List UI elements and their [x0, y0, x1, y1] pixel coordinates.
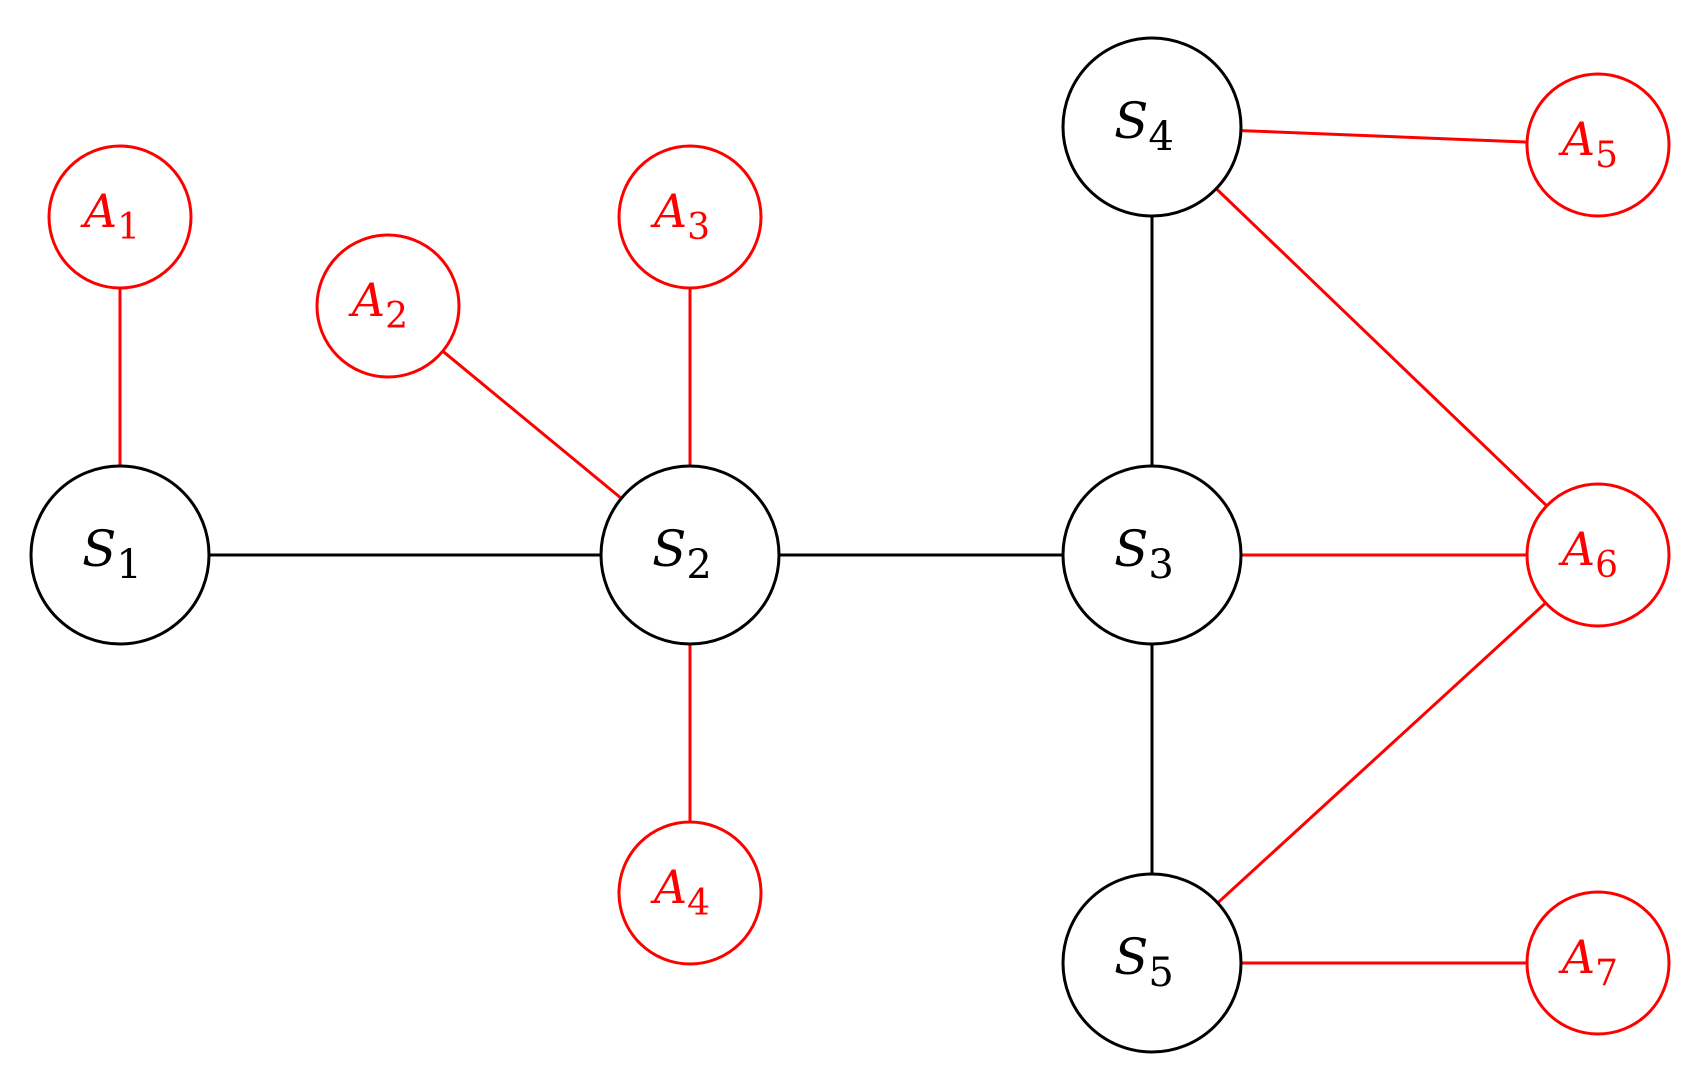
- node-letter: A: [348, 273, 385, 327]
- node-circle-a1: [47, 144, 193, 290]
- node-s1: S1: [29, 464, 211, 646]
- node-a6: A6: [1525, 482, 1671, 628]
- node-letter: A: [650, 184, 687, 238]
- node-circle-a4: [617, 820, 763, 966]
- node-s2: S2: [599, 464, 781, 646]
- node-circle-s1: [29, 464, 211, 646]
- node-label-a2: A2: [348, 273, 408, 337]
- node-a4: A4: [617, 820, 763, 966]
- node-subscript: 7: [1595, 953, 1618, 994]
- node-label-a7: A7: [1558, 930, 1618, 994]
- node-subscript: 3: [1148, 542, 1173, 588]
- node-letter: S: [1114, 520, 1148, 578]
- node-label-a5: A5: [1558, 112, 1618, 176]
- node-label-a4: A4: [650, 860, 710, 924]
- node-circle-a7: [1525, 890, 1671, 1036]
- node-label-a1: A1: [80, 184, 140, 248]
- node-label-s1: S1: [82, 520, 142, 588]
- node-subscript: 2: [686, 542, 711, 588]
- node-letter: A: [80, 184, 117, 238]
- node-circle-a6: [1525, 482, 1671, 628]
- node-label-s3: S3: [1114, 520, 1174, 588]
- node-label-s5: S5: [1114, 928, 1174, 996]
- node-a1: A1: [47, 144, 193, 290]
- node-label-a6: A6: [1558, 522, 1618, 586]
- node-subscript: 5: [1148, 950, 1173, 996]
- node-circle-a3: [617, 144, 763, 290]
- node-label-a3: A3: [650, 184, 710, 248]
- node-s5: S5: [1061, 872, 1243, 1054]
- edge-a6-s5: [1216, 601, 1547, 905]
- node-label-s2: S2: [652, 520, 712, 588]
- node-circle-s3: [1061, 464, 1243, 646]
- node-subscript: 2: [385, 296, 408, 337]
- node-label-s4: S4: [1114, 92, 1174, 160]
- edge-a2-s2: [441, 350, 623, 500]
- node-subscript: 6: [1595, 545, 1618, 586]
- node-circle-s4: [1061, 36, 1243, 218]
- node-circle-s5: [1061, 872, 1243, 1054]
- node-circle-s2: [599, 464, 781, 646]
- node-subscript: 4: [1148, 114, 1173, 160]
- node-letter: S: [82, 520, 116, 578]
- node-a7: A7: [1525, 890, 1671, 1036]
- node-subscript: 5: [1595, 135, 1618, 176]
- node-letter: S: [1114, 92, 1148, 150]
- node-subscript: 1: [116, 542, 141, 588]
- node-letter: S: [1114, 928, 1148, 986]
- node-circle-a5: [1525, 72, 1671, 218]
- node-a3: A3: [617, 144, 763, 290]
- edge-a5-s4: [1240, 129, 1528, 144]
- edges-layer: [118, 129, 1548, 965]
- node-letter: A: [1558, 112, 1595, 166]
- node-a5: A5: [1525, 72, 1671, 218]
- node-letter: A: [1558, 522, 1595, 576]
- node-subscript: 4: [687, 883, 710, 924]
- node-letter: S: [652, 520, 686, 578]
- node-s3: S3: [1061, 464, 1243, 646]
- node-a2: A2: [315, 233, 461, 379]
- node-letter: A: [650, 860, 687, 914]
- node-subscript: 1: [117, 207, 140, 248]
- node-letter: A: [1558, 930, 1595, 984]
- node-subscript: 3: [687, 207, 710, 248]
- edge-a6-s4: [1215, 187, 1548, 507]
- node-s4: S4: [1061, 36, 1243, 218]
- node-circle-a2: [315, 233, 461, 379]
